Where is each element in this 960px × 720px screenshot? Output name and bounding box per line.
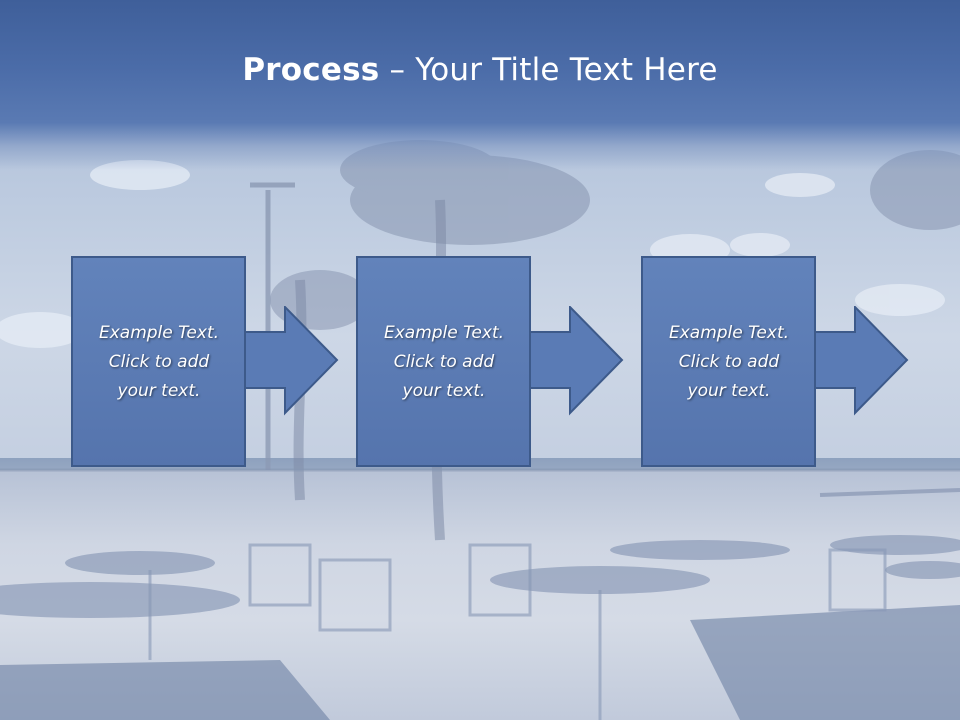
step-text[interactable]: Example Text. Click to add your text. xyxy=(668,322,790,401)
title-rest: – Your Title Text Here xyxy=(379,52,718,88)
arrow-right-icon xyxy=(245,306,339,416)
step-box xyxy=(71,256,246,467)
title-band xyxy=(0,0,960,170)
step-text[interactable]: Example Text. Click to add your text. xyxy=(383,322,505,401)
arrow-right-icon xyxy=(815,306,909,416)
title-bold: Process xyxy=(242,52,380,88)
arrow-right-icon xyxy=(530,306,624,416)
step-box xyxy=(356,256,531,467)
process-step-3[interactable]: Example Text. Click to add your text. xyxy=(641,256,817,468)
process-step-1[interactable]: Example Text. Click to add your text. xyxy=(71,256,247,468)
step-box xyxy=(641,256,816,467)
slide-title[interactable]: Process – Your Title Text Here xyxy=(0,52,960,88)
step-text[interactable]: Example Text. Click to add your text. xyxy=(98,322,220,401)
process-step-2[interactable]: Example Text. Click to add your text. xyxy=(356,256,532,468)
